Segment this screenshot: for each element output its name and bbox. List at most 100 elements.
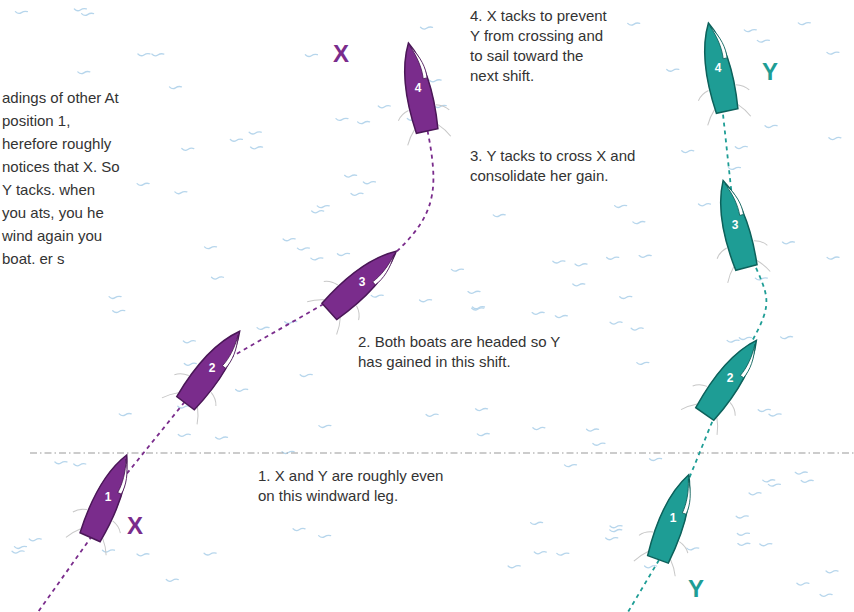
hull (396, 40, 440, 133)
boat: 2 (201, 357, 223, 379)
wave-mark (628, 23, 640, 25)
wave-mark (682, 150, 694, 152)
wave-mark (182, 148, 194, 150)
hull (694, 333, 767, 421)
sail (218, 335, 247, 368)
wave-mark (738, 543, 750, 545)
wave-mark (345, 175, 357, 177)
step-note-box: 2. Both boats are headed so Y has gained… (358, 332, 573, 372)
hull (696, 20, 740, 113)
wave-mark (378, 106, 390, 108)
boat-name: X (333, 40, 349, 68)
callout-number: 1 (670, 512, 677, 524)
hull (175, 324, 250, 411)
wave-mark (249, 132, 261, 134)
boat-name-box: X (333, 40, 349, 68)
wave-mark (216, 437, 228, 439)
callout-number: 3 (359, 276, 366, 288)
wave-mark (421, 27, 433, 29)
wave-mark (297, 248, 309, 250)
hull (321, 242, 405, 321)
boat-name: X (127, 512, 143, 540)
boat-figure (159, 316, 261, 427)
wave-mark (12, 551, 24, 553)
wave-mark (169, 87, 181, 89)
callout-number: 4 (415, 82, 422, 94)
sail (710, 25, 727, 60)
boat-figure (62, 444, 150, 557)
wave-mark (358, 122, 370, 124)
step-note-box: 4. X tacks to prevent Y from crossing an… (470, 6, 610, 86)
wave-mark (760, 544, 772, 546)
wave-mark (137, 554, 149, 556)
wave-mark (420, 300, 432, 302)
wave-mark (631, 328, 643, 330)
wave-mark (533, 427, 545, 429)
hull (711, 177, 759, 271)
boat-name-box: Y (762, 58, 778, 86)
wave-mark (14, 546, 26, 548)
boat: 2 (719, 367, 741, 389)
wave-mark (826, 571, 838, 573)
wave-mark (736, 516, 748, 518)
wave-mark (587, 429, 599, 431)
wave-mark (472, 307, 484, 309)
wave-mark (610, 526, 622, 528)
wave-mark (610, 322, 622, 324)
wave-mark (532, 312, 544, 314)
wave-mark (573, 284, 585, 286)
wave-mark (607, 257, 619, 259)
wave-mark (178, 406, 190, 408)
wave-mark (166, 579, 178, 581)
wave-mark (769, 414, 781, 416)
boat-name-box: Y (688, 575, 704, 603)
wave-mark (319, 535, 331, 537)
wave-mark (797, 583, 809, 585)
wave-mark (737, 533, 749, 535)
wave-mark (230, 139, 242, 141)
wave-mark (667, 69, 679, 71)
wave-mark (508, 566, 520, 568)
wave-mark (305, 54, 317, 56)
wave-mark (251, 147, 263, 149)
callout-number: 2 (727, 372, 734, 384)
wave-mark (493, 215, 505, 217)
wave-mark (152, 54, 164, 56)
sail (410, 45, 427, 80)
wave-mark (78, 72, 90, 74)
step-note: 1. X and Y are roughly even on this wind… (258, 466, 463, 506)
wave-mark (798, 23, 810, 25)
wave-mark (827, 52, 839, 54)
wave-mark (606, 538, 618, 540)
wave-mark (827, 257, 839, 259)
wave-mark (555, 315, 567, 317)
wave-mark (620, 296, 632, 298)
wave-mark (183, 341, 195, 343)
wave-mark (534, 552, 546, 554)
wave-mark (363, 182, 375, 184)
wave-mark (137, 183, 149, 185)
wave-mark (102, 550, 114, 552)
wave-mark (781, 337, 793, 339)
wave-mark (820, 594, 832, 596)
wave-mark (257, 327, 269, 329)
wave-mark (204, 553, 216, 555)
sail (735, 344, 763, 378)
track-y-start (628, 560, 659, 612)
wave-mark (138, 54, 150, 56)
wave-mark (795, 472, 807, 474)
wave-mark (687, 548, 699, 550)
wave-mark (553, 261, 565, 263)
wave-mark (285, 321, 297, 323)
wave-mark (236, 389, 248, 391)
wave-mark (74, 9, 86, 11)
boat-name: Y (762, 58, 778, 86)
wave-mark (698, 204, 710, 206)
wave-mark (451, 269, 463, 271)
boat-figure (683, 18, 755, 127)
wave-mark (476, 408, 488, 410)
wave-mark (82, 13, 94, 15)
wave-mark (15, 11, 27, 13)
step-note: 3. Y tacks to cross X and consolidate he… (470, 146, 670, 186)
wave-mark (758, 409, 770, 411)
